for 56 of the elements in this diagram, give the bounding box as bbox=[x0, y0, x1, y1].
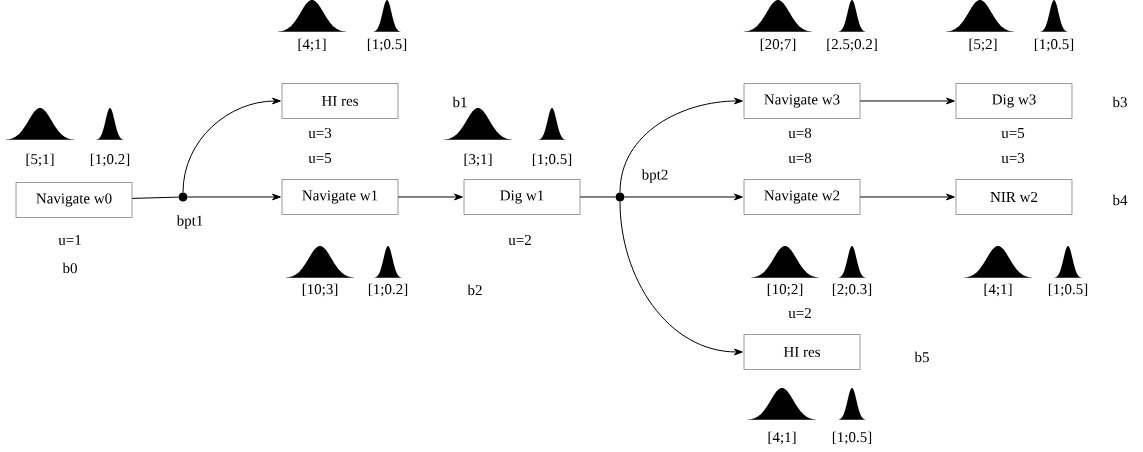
process-box: Navigate w3 bbox=[743, 83, 861, 119]
node-label: [1;0.2] bbox=[90, 153, 130, 167]
process-box: Dig w1 bbox=[463, 179, 581, 215]
connector-line bbox=[579, 196, 616, 198]
process-box: HI res bbox=[281, 83, 399, 119]
node-label: u=5 bbox=[1001, 128, 1025, 138]
node-label: u=1 bbox=[58, 235, 81, 245]
node-label: [3;1] bbox=[464, 153, 492, 167]
node-label: [4;1] bbox=[768, 431, 796, 445]
node-label: [1;0.5] bbox=[832, 431, 872, 445]
node-label: [20;7] bbox=[760, 38, 796, 52]
node-label: u=2 bbox=[788, 307, 811, 319]
arrow bbox=[859, 193, 955, 201]
node-label: u=5 bbox=[308, 153, 332, 163]
node-label: [1;0.5] bbox=[532, 153, 572, 167]
node-label: u=8 bbox=[788, 127, 812, 139]
arrow bbox=[397, 193, 463, 201]
node-label: b0 bbox=[62, 262, 77, 274]
node-label: [5;2] bbox=[969, 38, 997, 52]
node-label: bpt1 bbox=[176, 215, 203, 229]
process-box: Dig w3 bbox=[955, 83, 1073, 119]
process-box: HI res bbox=[743, 334, 861, 370]
node-label: [4;1] bbox=[984, 283, 1012, 297]
node-label: [4;1] bbox=[298, 38, 326, 52]
branch-point bbox=[615, 192, 625, 202]
node-label: [1;0.5] bbox=[367, 38, 407, 52]
node-label: b3 bbox=[1112, 96, 1127, 108]
arrow bbox=[182, 97, 281, 193]
process-box: Navigate w0 bbox=[15, 182, 133, 218]
branch-point bbox=[178, 192, 188, 202]
arrow bbox=[619, 97, 743, 193]
node-label: bpt2 bbox=[641, 169, 668, 183]
node-label: [1;0.2] bbox=[368, 283, 408, 297]
connector-line bbox=[131, 196, 179, 199]
node-label: [10;2] bbox=[767, 283, 803, 297]
node-label: [10;3] bbox=[302, 283, 338, 297]
process-box: Navigate w2 bbox=[743, 179, 861, 215]
node-label: [1;0.5] bbox=[1048, 283, 1088, 297]
node-label: [1;0.5] bbox=[1034, 38, 1074, 52]
node-label: u=2 bbox=[508, 234, 531, 246]
arrow bbox=[187, 193, 281, 201]
node-label: u=3 bbox=[1001, 152, 1025, 164]
node-label: b2 bbox=[467, 284, 482, 296]
process-box: NIR w2 bbox=[955, 179, 1073, 215]
node-label: b1 bbox=[452, 96, 467, 108]
arrow bbox=[619, 201, 743, 356]
arrow bbox=[859, 97, 955, 105]
node-label: [2.5;0.2] bbox=[827, 38, 877, 52]
arrow bbox=[624, 193, 743, 201]
node-label: [5;1] bbox=[26, 153, 54, 167]
node-label: b4 bbox=[1112, 194, 1128, 206]
process-box: Navigate w1 bbox=[281, 179, 399, 215]
node-label: [2;0.3] bbox=[832, 283, 872, 297]
node-label: u=3 bbox=[308, 127, 332, 139]
node-label: b5 bbox=[914, 351, 929, 363]
node-label: u=8 bbox=[788, 152, 812, 164]
